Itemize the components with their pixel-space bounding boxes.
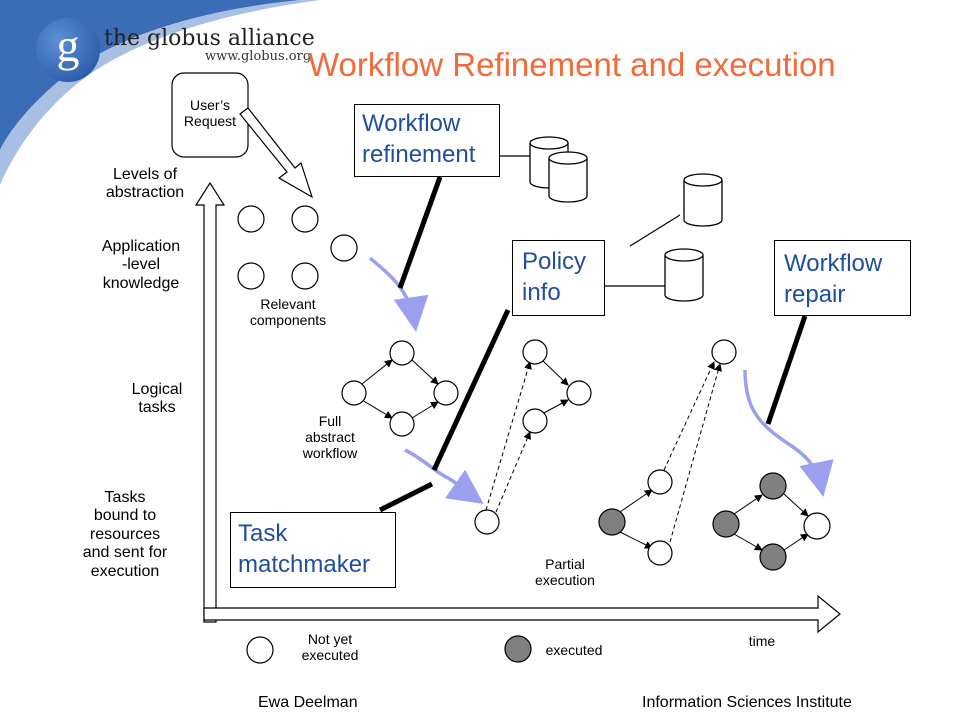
vertical-axis-arrow (194, 181, 226, 623)
request-arrow (239, 107, 314, 199)
relevant-component-nodes (237, 205, 358, 290)
database-links (500, 155, 681, 287)
time-axis-arrow (203, 594, 841, 634)
relevant-components-label: Relevant components (249, 296, 327, 329)
partial-workflow-graph-2 (598, 339, 737, 566)
legend-executed-label: executed (545, 642, 603, 658)
footer-author: Ewa Deelman (258, 694, 358, 711)
partial-workflow-graph-1 (474, 339, 592, 535)
logo-letter: g (56, 20, 80, 71)
workflow-repair-box (774, 240, 911, 316)
partial-execution-label: Partial execution (535, 556, 595, 589)
y-axis-label: Levels of abstraction (105, 166, 185, 202)
full-abstract-workflow-label: Full abstract workflow (302, 413, 358, 462)
legend-not-executed-label: Not yet executed (301, 631, 359, 664)
connector-lines (378, 176, 808, 513)
globus-logo-circle (36, 18, 100, 82)
tasks-bound-label: Tasks bound to resources and sent for ex… (82, 489, 168, 580)
policy-info-label: Policy info (522, 248, 587, 307)
workflow-refinement-label: Workflow refinement (362, 110, 476, 169)
transition-arrows (368, 256, 834, 505)
task-matchmaker-label: Task matchmaker (238, 520, 371, 579)
time-axis-label: time (748, 633, 776, 649)
logical-tasks-label: Logical tasks (131, 381, 183, 417)
page-title: Workflow Refinement and execution (308, 46, 836, 83)
footer-institute: Information Sciences Institute (642, 694, 852, 711)
application-knowledge-label: Application -level knowledge (101, 238, 181, 292)
users-request-label: User’s Request (183, 97, 237, 130)
repaired-workflow-graph (712, 472, 831, 571)
task-matchmaker-box (230, 512, 396, 588)
workflow-refinement-box (354, 104, 500, 177)
policy-info-box (512, 240, 605, 316)
logo-url: www.globus.org (205, 49, 312, 64)
database-icon (529, 136, 723, 302)
workflow-repair-label: Workflow repair (784, 250, 883, 309)
legend-not-executed-node (246, 636, 274, 664)
legend-executed-node (504, 635, 532, 663)
logo-name: the globus alliance (104, 26, 315, 51)
full-abstract-workflow-graph (341, 340, 459, 437)
